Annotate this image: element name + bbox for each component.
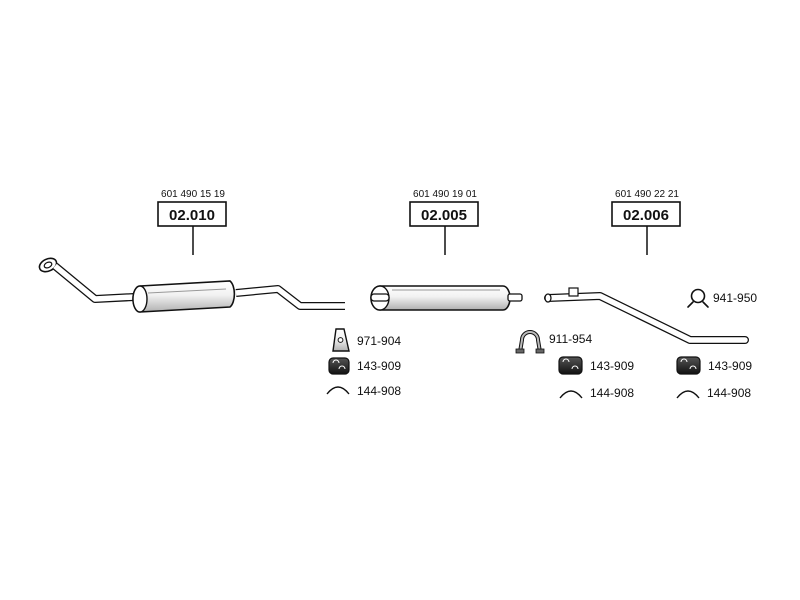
part-code-box[interactable] [611, 201, 681, 227]
accessory-part-number: 144-908 [590, 386, 634, 400]
pipe-clamp-icon [515, 330, 545, 354]
accessory-part-number: 144-908 [707, 386, 751, 400]
part-code-box[interactable] [409, 201, 479, 227]
accessory-rubber-mount[interactable]: 143-909 [558, 356, 634, 375]
accessory-hanger-ring[interactable]: 941-950 [687, 288, 757, 308]
accessory-part-number: 971-904 [357, 334, 401, 348]
accessory-part-number: 143-909 [357, 359, 401, 373]
rear-muffler-body [370, 285, 523, 311]
part-code: 02.010 [169, 207, 215, 224]
part-code: 02.006 [623, 207, 669, 224]
accessory-rubber-mount[interactable]: 143-909 [676, 356, 752, 375]
tail-pipe-body [544, 287, 749, 344]
accessory-part-number: 143-909 [590, 359, 634, 373]
accessory-part-number: 911-954 [549, 332, 592, 346]
part-code-box[interactable] [157, 201, 227, 227]
oem-number: 601 490 22 21 [615, 189, 679, 200]
accessory-part-number: 143-909 [708, 359, 752, 373]
accessory-hanger-wire[interactable]: 144-908 [676, 386, 751, 400]
assembly-front-section[interactable]: 601 490 15 19 02.010 [37, 189, 345, 313]
rubber-mount-icon [328, 357, 350, 375]
assembly-rear-muffler[interactable]: 601 490 19 01 02.005 [370, 189, 523, 311]
oem-number: 601 490 15 19 [161, 189, 225, 200]
assembly-tail-pipe[interactable]: 601 490 22 21 02.006 [544, 189, 749, 344]
hanger-wire-icon [676, 390, 700, 399]
accessory-pipe-clamp[interactable]: 911-954 [515, 330, 592, 354]
accessory-rubber-mount[interactable]: 143-909 [328, 357, 401, 375]
rubber-mount-icon [558, 356, 583, 375]
hanger-wire-icon [559, 390, 583, 399]
part-code: 02.005 [421, 207, 467, 224]
accessory-hanger-wire[interactable]: 144-908 [559, 386, 634, 400]
hanger-wire-icon [326, 386, 350, 395]
accessory-hanger-wire[interactable]: 144-908 [326, 384, 401, 398]
front-pipe-with-muffler [38, 257, 345, 313]
oem-number: 601 490 19 01 [413, 189, 477, 200]
accessory-part-number: 941-950 [713, 291, 757, 305]
hanger-ring-icon [687, 288, 709, 308]
accessory-mounting-bracket[interactable]: 971-904 [332, 328, 401, 352]
rubber-mount-icon [676, 356, 701, 375]
accessory-part-number: 144-908 [357, 384, 401, 398]
